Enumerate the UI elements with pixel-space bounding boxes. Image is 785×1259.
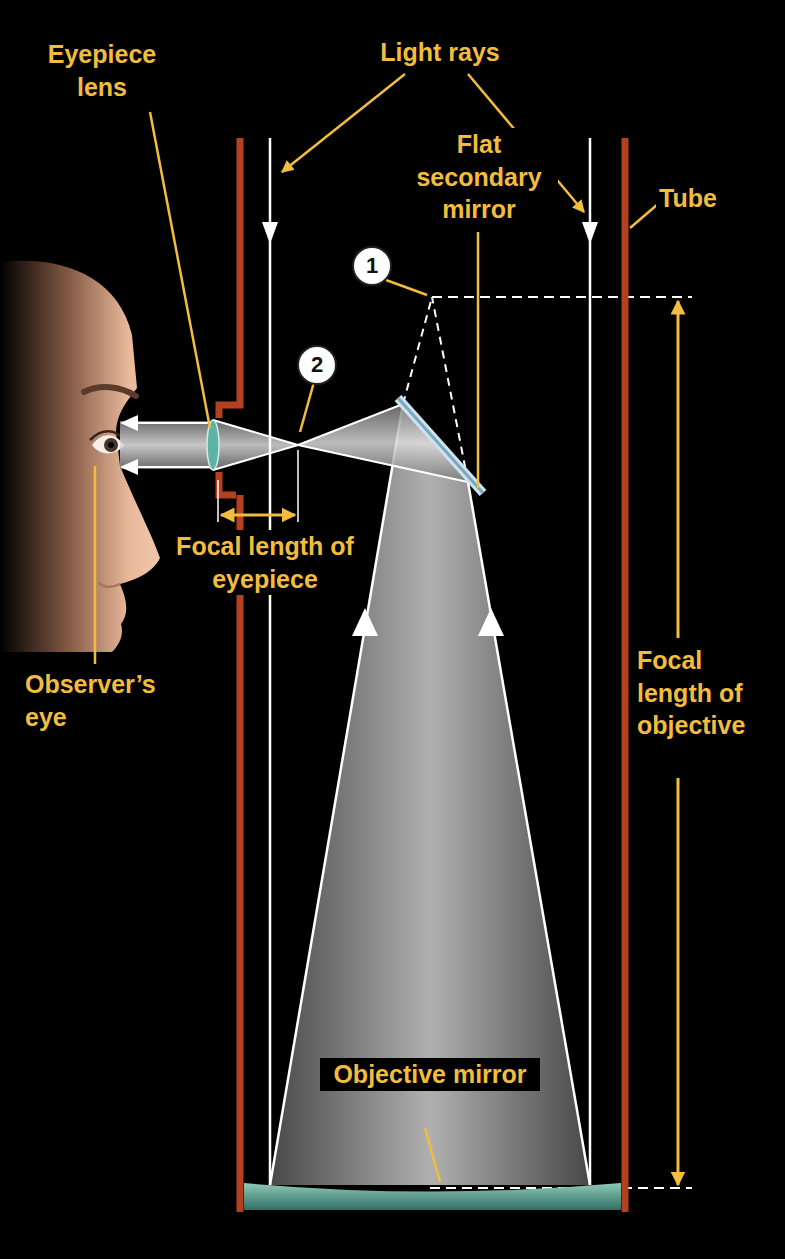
part-label: Focal length of objective <box>634 644 780 742</box>
leader-line <box>386 280 427 295</box>
part-label: Eyepiece lens <box>22 38 182 103</box>
dimension-tick <box>297 450 299 522</box>
part-label: Light rays <box>340 36 540 69</box>
part-label: Flat secondary mirror <box>400 128 558 226</box>
callout-number: 1 <box>352 246 392 286</box>
light-ray <box>269 138 272 1185</box>
arrowhead <box>478 608 504 636</box>
ray <box>213 404 403 470</box>
virtual-ray <box>403 297 432 404</box>
leader-line <box>300 382 314 432</box>
tube-wall <box>219 138 240 418</box>
light-ray <box>589 138 592 1185</box>
arrowhead <box>262 222 278 244</box>
light-cone <box>270 404 590 1185</box>
objective-mirror <box>244 1183 621 1210</box>
arrowhead <box>120 459 138 475</box>
dimension-arrow <box>221 514 295 517</box>
callout-text: 1 <box>366 253 378 279</box>
leader-line <box>425 1128 440 1182</box>
secondary-mirror-edge <box>398 398 483 493</box>
leader-line <box>630 204 658 228</box>
leader-line <box>477 232 480 488</box>
part-label: Focal length of eyepiece <box>165 530 365 595</box>
ray <box>132 466 213 468</box>
part-label: Tube <box>656 182 756 215</box>
tube-wall <box>237 495 244 1212</box>
dimension-arrow <box>677 778 680 1185</box>
diverging-beam <box>213 420 298 470</box>
part-label: Observer’s eye <box>22 668 180 733</box>
part-label: Objective mirror <box>320 1058 540 1091</box>
leader-line <box>94 466 97 664</box>
leader-lines <box>95 74 658 1182</box>
leader-line <box>150 112 210 428</box>
leader-arrow <box>282 74 405 172</box>
secondary-mirror <box>398 398 483 493</box>
callout-number: 2 <box>297 345 337 385</box>
ray <box>132 422 213 424</box>
callout-text: 2 <box>311 352 323 378</box>
dimension-arrow <box>677 301 680 638</box>
tube-wall <box>622 138 629 1212</box>
arrowhead <box>582 222 598 244</box>
focal-plane-line <box>432 296 692 298</box>
arrowhead <box>120 415 138 431</box>
arrowhead <box>352 608 378 636</box>
tube-wall <box>219 472 236 495</box>
dimension-tick <box>217 480 219 522</box>
